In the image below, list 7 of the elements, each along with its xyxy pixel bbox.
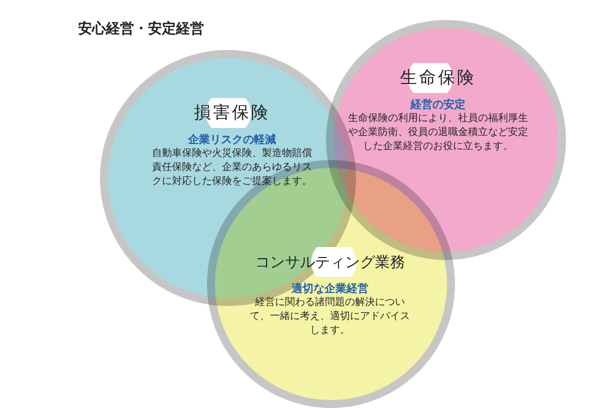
page-title: 安心経営・安定経営 [78, 20, 204, 38]
circle-subheading: 適切な企業経営 [290, 281, 370, 296]
circle-description: 自動車保険や火災保険、製造物賠償責任保険など、企業のあらゆるリスクに対応した保険をご提案します。 [151, 147, 313, 189]
circle-description: 生命保険の利用により、社員の福利厚生や企業防衛、役員の退職金積立など安定した企業経営のお役に立ちます。 [348, 112, 528, 154]
circle-subheading: 企業リスクの軽減 [187, 132, 277, 147]
circle-subheading: 経営の安定 [409, 97, 466, 112]
circle-description: 経営に関わる諸問題の解決について、一緒に考え、適切にアドバイスします。 [249, 296, 411, 338]
